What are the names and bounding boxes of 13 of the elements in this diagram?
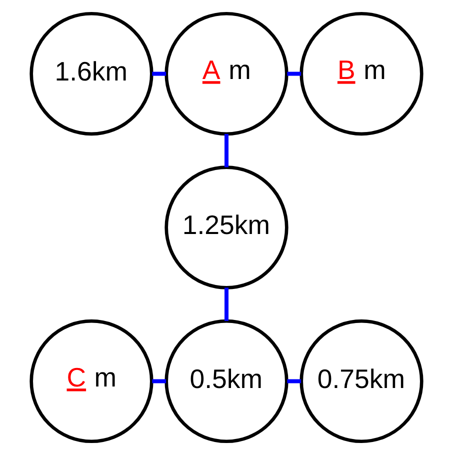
node-circle: C m <box>29 319 153 444</box>
node-circle: A m <box>164 12 288 136</box>
connector <box>224 134 228 168</box>
node-circle: 1.25km <box>164 166 288 290</box>
connector <box>152 379 166 384</box>
node-circle: 1.6km <box>29 12 153 136</box>
connector <box>224 288 228 321</box>
node-circle: 0.5km <box>164 319 288 444</box>
connector <box>286 72 301 76</box>
node-circle: B m <box>299 12 423 136</box>
node-circle: 0.75km <box>299 319 423 444</box>
connector <box>152 72 166 76</box>
connector <box>286 379 301 384</box>
